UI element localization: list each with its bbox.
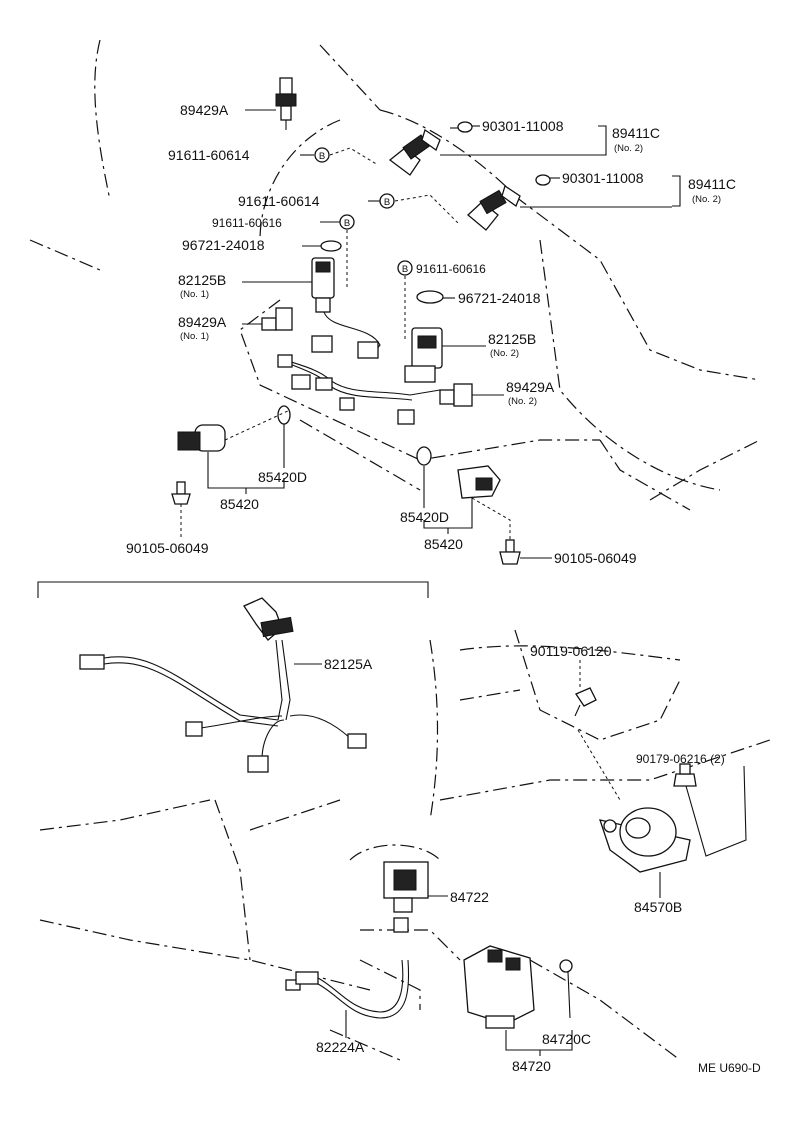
label-89429A-no2: 89429A bbox=[506, 379, 555, 395]
nut-icon bbox=[673, 763, 697, 787]
bolt-icon bbox=[171, 481, 191, 540]
label-84722: 84722 bbox=[450, 889, 489, 905]
screw-icon bbox=[559, 959, 573, 1019]
label-82224A: 82224A bbox=[316, 1039, 365, 1055]
bolt-icon bbox=[574, 687, 597, 717]
svg-text:B: B bbox=[402, 264, 408, 275]
switch-icon bbox=[439, 383, 473, 407]
vehicle-body-outline-top bbox=[29, 39, 761, 511]
diagram-code: ME U690-D bbox=[698, 1061, 761, 1075]
label-91611-60616: 91611-60616 bbox=[212, 216, 282, 230]
label-96721-24018: 96721-24018 bbox=[458, 290, 541, 306]
label-90301-11008: 90301-11008 bbox=[562, 170, 644, 186]
label-85420D: 85420D bbox=[400, 509, 449, 525]
control-module-icon bbox=[463, 945, 535, 1029]
label-84720: 84720 bbox=[512, 1058, 551, 1074]
label-85420: 85420 bbox=[424, 536, 463, 552]
connector-icon bbox=[311, 257, 335, 313]
harness-icon bbox=[79, 597, 367, 773]
washer-icon bbox=[416, 290, 444, 304]
label-82125B: 82125B bbox=[488, 331, 536, 347]
o-ring-icon bbox=[535, 174, 551, 186]
bolt-marker-icon: B bbox=[397, 260, 413, 276]
pressure-switch-icon bbox=[275, 77, 297, 130]
plug-icon bbox=[357, 341, 379, 359]
actuator-icon bbox=[457, 465, 501, 499]
label-89429A-no1: 89429A bbox=[178, 314, 227, 330]
label-89429A: 89429A bbox=[180, 102, 229, 118]
wire-icon bbox=[285, 959, 410, 1019]
label-89411C: 89411C bbox=[612, 125, 660, 141]
bolt-marker-icon: B bbox=[379, 193, 395, 209]
svg-text:B: B bbox=[319, 151, 325, 162]
svg-text:B: B bbox=[344, 218, 350, 229]
washer-icon bbox=[320, 240, 342, 252]
label-84720C: 84720C bbox=[542, 1031, 591, 1047]
label-91611-60616: 91611-60616 bbox=[416, 262, 486, 276]
label-89429A-no2-no: (No. 2) bbox=[508, 396, 537, 407]
label-89411C: 89411C bbox=[688, 176, 736, 192]
label-90119-06120: 90119-06120 bbox=[530, 643, 612, 659]
label-82125B-no: (No. 2) bbox=[490, 348, 519, 359]
o-ring-icon bbox=[416, 446, 432, 466]
label-85420D: 85420D bbox=[258, 469, 307, 485]
label-89411C-no: (No. 2) bbox=[614, 143, 643, 154]
group-bracket bbox=[37, 581, 429, 598]
actuator-icon bbox=[177, 405, 291, 452]
label-89411C-no: (No. 2) bbox=[692, 194, 721, 205]
relay-icon bbox=[383, 861, 429, 933]
label-82125B: 82125B bbox=[178, 272, 226, 288]
label-82125B-no: (No. 1) bbox=[180, 289, 209, 300]
switch-icon bbox=[261, 307, 293, 331]
connector-icon bbox=[404, 327, 443, 383]
bolt-marker-icon: B bbox=[314, 147, 330, 163]
sensor-icon bbox=[388, 128, 441, 176]
o-ring-icon bbox=[457, 121, 473, 133]
harness-icon bbox=[277, 335, 441, 425]
label-91611-60614: 91611-60614 bbox=[168, 147, 250, 163]
bolt-marker-icon: B bbox=[339, 214, 355, 230]
label-96721-24018: 96721-24018 bbox=[182, 237, 265, 253]
sensor-icon bbox=[599, 807, 691, 873]
label-82125A: 82125A bbox=[324, 656, 373, 672]
label-90301-11008: 90301-11008 bbox=[482, 118, 564, 134]
label-84570B: 84570B bbox=[634, 899, 682, 915]
svg-text:B: B bbox=[384, 197, 390, 208]
label-90105-06049: 90105-06049 bbox=[126, 540, 209, 556]
label-89429A-no1-no: (No. 1) bbox=[180, 331, 209, 342]
label-90179-06216: 90179-06216 (2) bbox=[636, 752, 725, 766]
label-85420: 85420 bbox=[220, 496, 259, 512]
label-90105-06049: 90105-06049 bbox=[554, 550, 637, 566]
sensor-icon bbox=[467, 184, 521, 231]
label-91611-60614: 91611-60614 bbox=[238, 193, 320, 209]
bolt-icon bbox=[499, 539, 521, 565]
